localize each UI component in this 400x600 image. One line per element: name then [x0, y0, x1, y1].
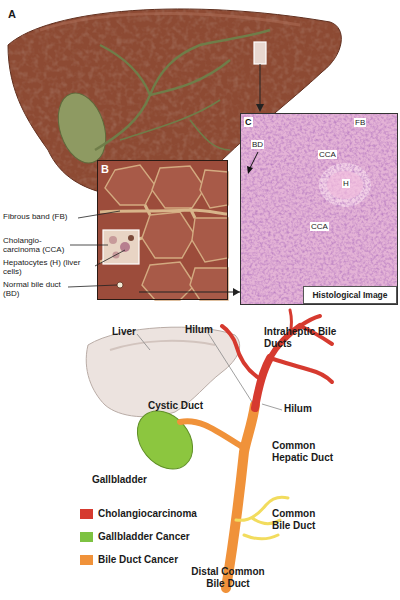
leader-line-part: [78, 211, 120, 218]
bile-duct-diagram-part-part: [208, 333, 252, 402]
bile-duct-diagram-part: [126, 400, 204, 480]
part-label: Hilum: [284, 403, 324, 415]
histology-image-part: [247, 166, 253, 174]
histology-image-part: [240, 113, 398, 305]
lobule-inset: [97, 160, 228, 300]
inset-panel: B: [97, 160, 228, 300]
panel-letter: A: [8, 8, 28, 21]
part-label: Hilum: [185, 324, 225, 336]
histology-image: [240, 113, 398, 305]
histology-image-part: [327, 171, 363, 199]
part-label: Cholangio-carcinoma (CCA): [3, 236, 71, 254]
bile-duct-diagram-part: [137, 333, 282, 410]
part-label: Gallbladder: [92, 474, 172, 486]
legend-text: Gallbladder Cancer: [98, 531, 190, 543]
lobule-inset-part: [117, 282, 123, 288]
lobule-inset-part: [120, 242, 130, 252]
bile-duct-diagram-part: [110, 341, 215, 350]
image-caption-box: Histological Image: [303, 286, 397, 304]
leader-line-part: [70, 245, 108, 246]
liver-illustration-part: [120, 100, 230, 150]
leader-line-part: [68, 285, 117, 287]
leader-line-part: [95, 250, 125, 266]
caption-text: Histological Image: [304, 290, 396, 300]
histology-label: CCA: [318, 150, 337, 159]
bile-duct-diagram-part-part: [137, 334, 150, 350]
legend-text: Bile Duct Cancer: [98, 554, 178, 566]
part-label: Liver: [112, 326, 152, 338]
connector-line: [228, 292, 240, 293]
part-label: Normal bile duct (BD): [3, 280, 67, 298]
part-label: Common Bile Duct: [272, 508, 332, 531]
lobule-inset-part-part: [190, 268, 228, 300]
bile-duct-diagram-part-part: [262, 404, 282, 410]
bile-duct-diagram-part: [86, 327, 239, 417]
liver-illustration-part: [40, 14, 300, 30]
arrow-head: [233, 288, 240, 296]
bile-duct-diagram-part-part: [255, 358, 270, 408]
lobule-inset-part-part: [200, 170, 228, 208]
histology-label: H: [342, 179, 350, 188]
lobule-inset-part: [139, 292, 228, 293]
part-label: Distal Common Bile Duct: [186, 566, 270, 589]
panel-letter: C: [244, 117, 253, 127]
histology-image-part: [240, 113, 398, 305]
legend-text: Cholangiocarcinoma: [98, 508, 197, 520]
lobule-inset-part-part: [152, 166, 205, 208]
bile-duct-diagram-part: [222, 310, 332, 408]
panel-letter: B: [101, 163, 109, 175]
liver-illustration-part: [256, 104, 264, 112]
part-label: Intraheptic Bile Ducts: [264, 326, 356, 349]
liver-illustration-part: [50, 87, 114, 169]
lobule-inset-part-part: [105, 165, 155, 205]
lobule-inset-part-part: [142, 262, 195, 300]
legend-swatch: [80, 555, 93, 565]
bile-duct-diagram-part-part: [222, 326, 262, 380]
histology-label: FB: [354, 118, 366, 127]
part-label: Hepatocytes (H) (liver cells): [3, 258, 99, 276]
zoom-arrow: [228, 288, 240, 296]
histology-label: CCA: [310, 222, 329, 231]
lobule-inset-part: [97, 160, 228, 300]
liver-illustration-part: [254, 42, 266, 64]
histology-image-part: [250, 152, 258, 168]
part-label: Fibrous band (FB): [3, 212, 98, 221]
liver-illustration-part: [260, 64, 261, 106]
bile-duct-diagram-part: [180, 421, 244, 448]
bile-duct-diagram-part-part: [300, 316, 320, 326]
lobule-inset-part-part: [142, 212, 195, 258]
lobule-inset-part: [109, 236, 117, 244]
legend-swatch: [80, 532, 93, 542]
histology-label: BD: [251, 140, 264, 149]
part-label: Cystic Duct: [148, 400, 218, 412]
lobule-inset-part: [128, 235, 134, 241]
part-label: Common Hepatic Duct: [272, 440, 340, 463]
legend-swatch: [80, 509, 93, 519]
bile-duct-diagram-part: [226, 405, 255, 588]
lobule-inset-part-part: [192, 218, 228, 262]
bile-duct-diagram-part-part: [270, 358, 332, 382]
